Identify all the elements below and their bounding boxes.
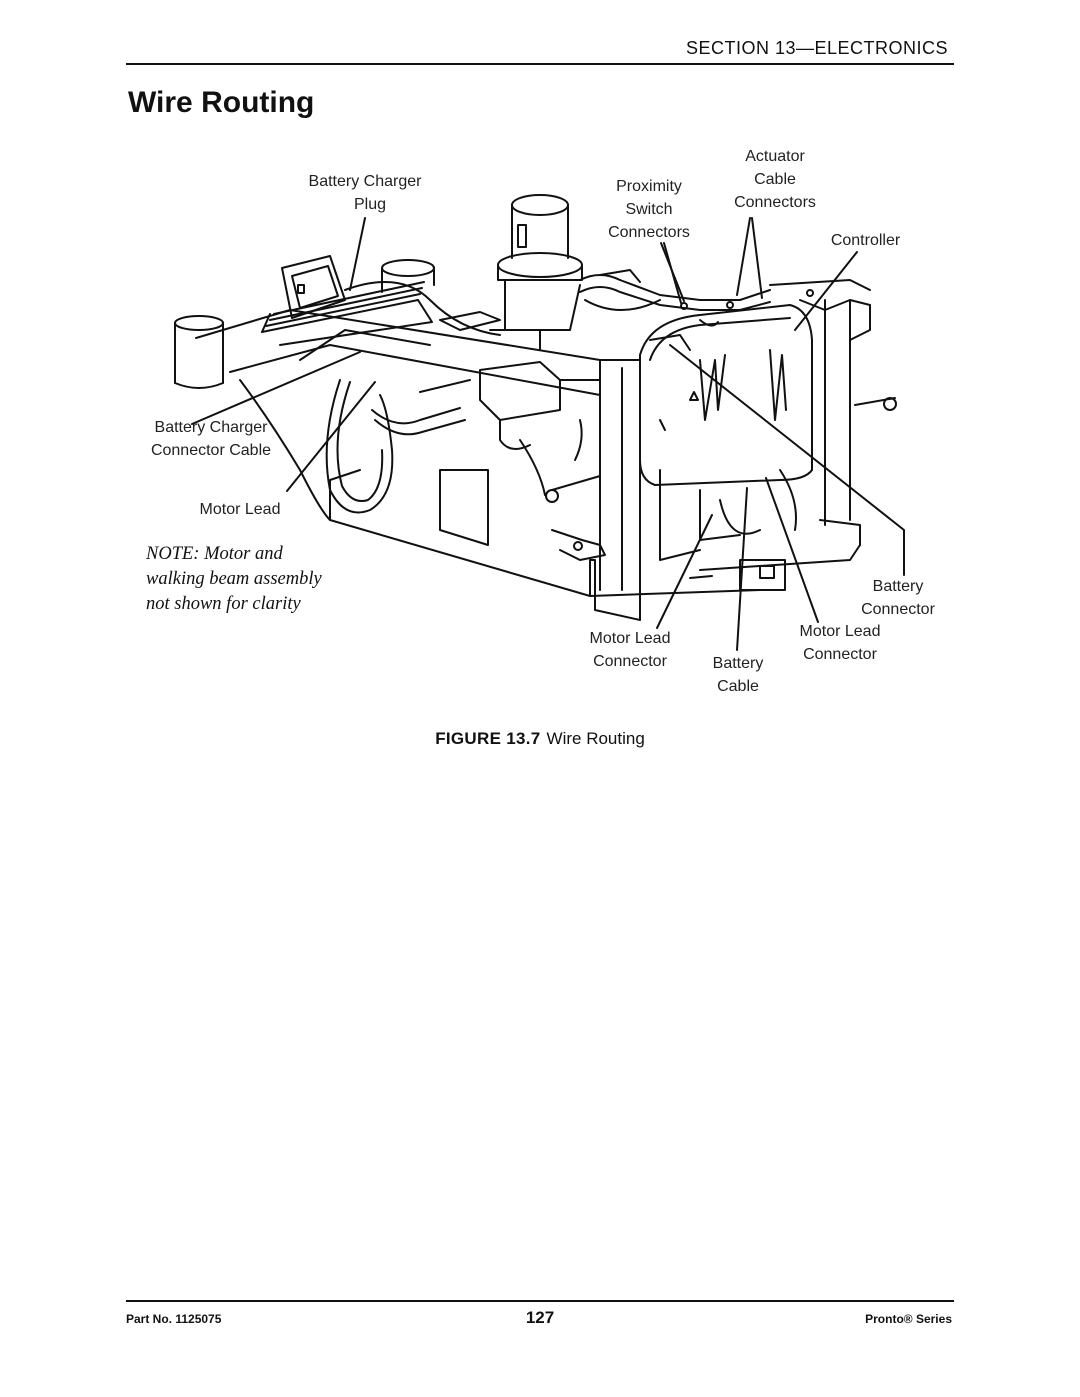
note-line: walking beam assembly (146, 569, 322, 589)
header-rule (126, 63, 954, 65)
figure-note: NOTE: Motor and walking beam assembly no… (146, 542, 322, 617)
label-line: Connector (593, 653, 667, 670)
page-title: Wire Routing (128, 86, 315, 119)
label-line: Battery Charger (154, 419, 268, 436)
label-motor-lead: Motor Lead (190, 498, 290, 521)
label-line: Actuator (745, 148, 805, 165)
label-line: Connectors (734, 194, 816, 211)
label-line: Motor Lead (799, 623, 881, 640)
label-line: Connector Cable (150, 442, 272, 459)
label-line: Connector (803, 646, 877, 663)
series-name: Pronto® Series (865, 1312, 952, 1326)
center-post (497, 194, 583, 331)
wire-routing-illustration (174, 194, 905, 651)
footer-rule (126, 1300, 954, 1302)
label-line: Battery Charger (308, 173, 422, 190)
left-cylinder (174, 315, 224, 389)
label-actuator-cable-connectors: Actuator Cable Connectors (720, 145, 830, 214)
label-line: Battery (872, 578, 924, 595)
section-header: SECTION 13—ELECTRONICS (685, 38, 948, 58)
label-line: Cable (717, 678, 759, 695)
label-line: Motor Lead (199, 501, 281, 518)
label-line: Plug (353, 196, 387, 213)
label-line: Controller (830, 232, 901, 249)
top-wiring (579, 269, 771, 351)
caption-text: Wire Routing (546, 729, 645, 748)
label-motor-lead-connector-left: Motor Lead Connector (578, 627, 682, 673)
rear-cylinder (381, 259, 435, 293)
label-line: Cable (754, 171, 796, 188)
wire-routing-figure (174, 194, 905, 651)
controller-housing (639, 304, 813, 561)
label-line: Connectors (608, 224, 690, 241)
base-frame (195, 309, 861, 621)
label-battery-cable: Battery Cable (700, 652, 776, 698)
label-line: Battery (712, 655, 764, 672)
heat-sink (261, 281, 433, 346)
part-number: Part No. 1125075 (126, 1312, 222, 1326)
figure-caption: FIGURE 13.7 Wire Routing (0, 729, 1080, 749)
label-battery-charger-connector-cable: Battery Charger Connector Cable (136, 416, 286, 462)
label-line: Switch (625, 201, 673, 218)
label-line: Motor Lead (589, 630, 671, 647)
charger-plug (281, 255, 501, 336)
label-battery-connector: Battery Connector (848, 575, 948, 621)
caption-label: FIGURE 13.7 (435, 729, 541, 748)
label-line: Proximity (616, 178, 682, 195)
label-line: Connector (861, 601, 935, 618)
label-proximity-switch-connectors: Proximity Switch Connectors (594, 175, 704, 244)
note-line: not shown for clarity (146, 594, 301, 614)
label-battery-charger-plug: Battery Charger Plug (300, 170, 430, 216)
motor-lead-loop (299, 329, 471, 514)
label-motor-lead-connector-right: Motor Lead Connector (788, 620, 892, 666)
right-frame (599, 279, 897, 591)
leader-lines (191, 217, 905, 651)
page-number: 127 (525, 1308, 555, 1327)
label-controller: Controller (818, 229, 913, 252)
mid-brackets (439, 311, 606, 561)
note-line: NOTE: Motor and (146, 544, 283, 564)
